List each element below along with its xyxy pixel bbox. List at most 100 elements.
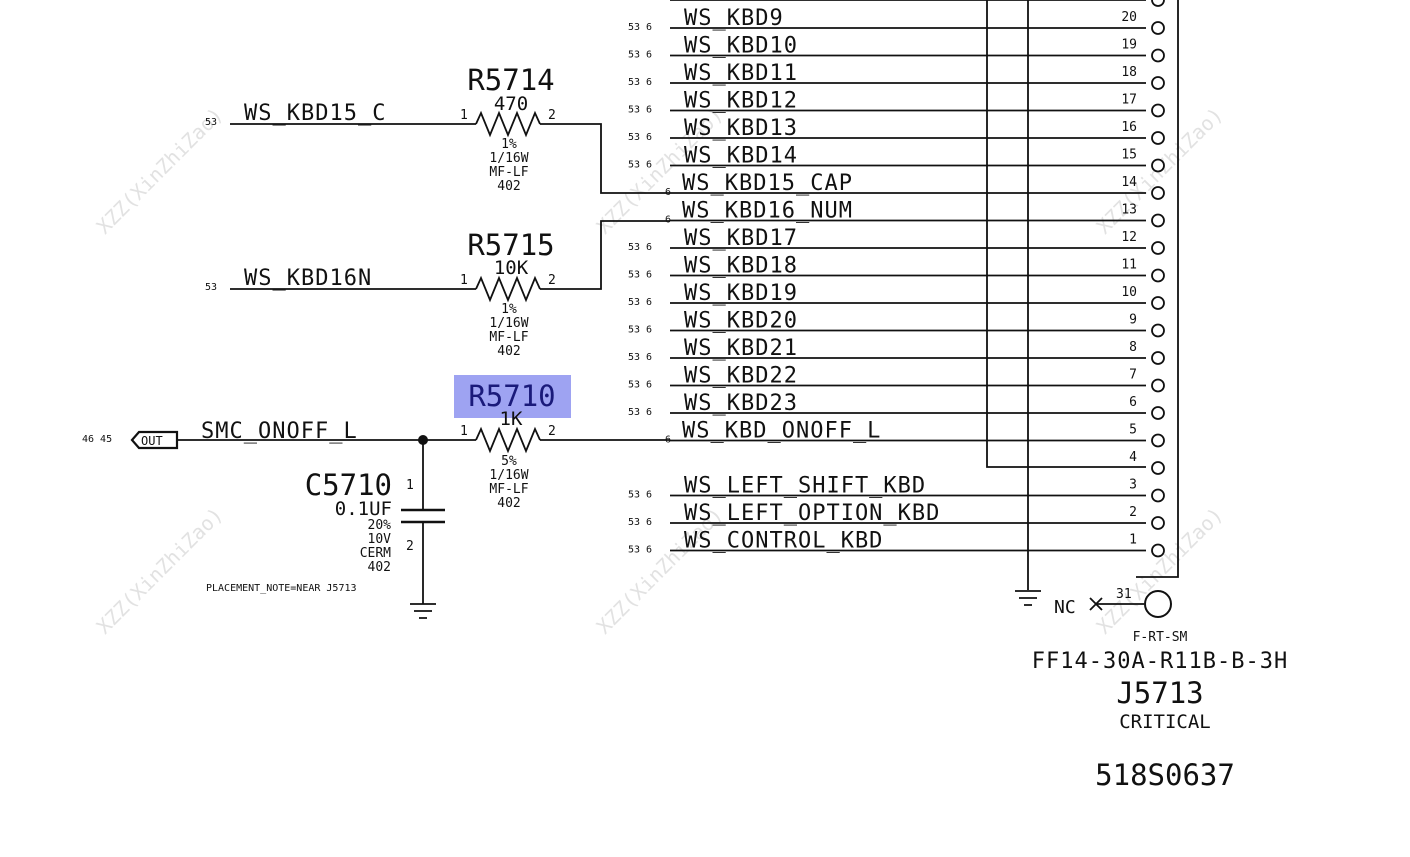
pin-number: 20 <box>1121 10 1137 25</box>
net-ref: 53 6 <box>628 242 652 253</box>
resistor-power: 1/16W <box>489 468 528 483</box>
resistor-power: 1/16W <box>489 316 528 331</box>
watermark-group: XZZ(XinZhiZao) XZZ(XinZhiZao) XZZ(XinZhi… <box>92 102 1228 638</box>
resistor-ref: R5710 <box>468 379 555 413</box>
port-direction: OUT <box>141 434 163 448</box>
resistor-size: 402 <box>497 179 520 194</box>
nc-label: NC <box>1054 597 1076 618</box>
connector-pin-icon <box>1151 406 1165 420</box>
net-ref: 46 45 <box>82 434 112 445</box>
net-ref: 53 6 <box>628 77 652 88</box>
net-label: WS_KBD18 <box>684 254 798 279</box>
connector-pin-icon <box>1151 543 1165 558</box>
net-label: WS_KBD9 <box>684 6 784 31</box>
placement-note: PLACEMENT_NOTE=NEAR J5713 <box>206 583 357 594</box>
net-label: WS_KBD20 <box>684 309 798 334</box>
resistor-type: MF-LF <box>489 165 528 180</box>
net-label: WS_KBD17 <box>684 226 798 251</box>
net-label: WS_KBD14 <box>684 144 798 169</box>
capacitor-size: 402 <box>368 560 391 575</box>
pin-number: 13 <box>1121 203 1137 218</box>
net-label: WS_KBD10 <box>684 34 798 59</box>
pin-number: 5 <box>1129 423 1137 438</box>
pin-number: 18 <box>1121 65 1137 80</box>
net-ref: 53 6 <box>628 407 652 418</box>
pin-number: 15 <box>1121 148 1137 163</box>
pin-number: 1 <box>406 478 414 493</box>
pin-number: 11 <box>1121 258 1137 273</box>
resistor-r5715[interactable]: 53 WS_KBD16N 1 2 R5715 10K 1% 1/16W MF-L… <box>205 220 670 359</box>
net-label: WS_KBD22 <box>684 364 798 389</box>
net-label: WS_KBD12 <box>684 89 798 114</box>
mounting-pin-icon <box>1144 590 1172 618</box>
pin-number: 8 <box>1129 340 1137 355</box>
wire <box>540 220 670 290</box>
resistor-tolerance: 1% <box>501 302 517 317</box>
resistor-tolerance: 1% <box>501 137 517 152</box>
connector-pin-icon <box>1151 0 1165 7</box>
net-row[interactable]: 53 6 WS_LEFT_SHIFT_KBD 3 <box>628 474 1165 503</box>
net-row[interactable]: 4 <box>1129 450 1165 475</box>
net-label: WS_KBD19 <box>684 281 798 306</box>
connector-pin-icon <box>1151 268 1165 283</box>
pin-number: 19 <box>1121 38 1137 53</box>
pin-number: 6 <box>1129 395 1137 410</box>
connector-pin-icon <box>1151 296 1165 310</box>
resistor-type: MF-LF <box>489 330 528 345</box>
wire <box>986 0 1146 468</box>
connector-tag: CRITICAL <box>1119 711 1211 733</box>
pin-number: 4 <box>1129 450 1137 465</box>
capacitor-voltage: 10V <box>368 532 392 547</box>
pin-number: 17 <box>1121 93 1137 108</box>
connector-pin-icon <box>1151 351 1165 365</box>
capacitor-symbol <box>401 508 445 524</box>
net-ref: 53 <box>205 117 217 128</box>
net-row[interactable]: 53 6 WS_KBD18 11 <box>628 254 1165 283</box>
pin-number: 3 <box>1129 478 1137 493</box>
net-ref: 6 <box>665 215 671 226</box>
capacitor-c5710[interactable]: 1 2 C5710 0.1UF 20% 10V CERM 402 PLACEME… <box>206 440 445 619</box>
net-row[interactable]: 53 6 WS_KBD10 19 <box>628 34 1165 63</box>
net-label: WS_LEFT_SHIFT_KBD <box>684 474 926 499</box>
net-ref: 53 6 <box>628 50 652 61</box>
connector-j5713[interactable]: NC 31 F-RT-SM FF14-30A-R11B-B-3H J5713 C… <box>986 0 1288 792</box>
resistor-value: 1K <box>500 408 523 430</box>
net-ref: 53 6 <box>628 270 652 281</box>
net-row[interactable]: 53 6 WS_KBD9 20 <box>628 6 1165 35</box>
pin-number: 1 <box>460 424 468 439</box>
resistor-r5714[interactable]: 53 WS_KBD15_C 1 2 R5714 470 1% 1/16W MF-… <box>205 63 670 194</box>
resistor-type: MF-LF <box>489 482 528 497</box>
connector-pin-icon <box>1151 433 1165 448</box>
capacitor-type: CERM <box>360 546 391 561</box>
resistor-r5710[interactable]: 46 45 OUT SMC_ONOFF_L 1 2 R5710 1K 5% 1/… <box>82 375 670 511</box>
net-ref: 53 6 <box>628 22 652 33</box>
pin-number: 1 <box>460 108 468 123</box>
net-row[interactable]: 53 6 WS_KBD12 17 <box>628 89 1165 118</box>
net-ref: 53 6 <box>628 105 652 116</box>
ground-icon <box>410 603 436 619</box>
net-ref: 53 6 <box>628 517 652 528</box>
net-row[interactable]: 53 6 WS_KBD17 12 <box>628 226 1165 255</box>
pin-number: 31 <box>1116 587 1132 602</box>
resistor-symbol <box>475 426 541 454</box>
net-ref: 53 6 <box>628 490 652 501</box>
resistor-symbol <box>475 110 541 138</box>
connector-part: FF14-30A-R11B-B-3H <box>1032 649 1288 674</box>
net-ref: 53 <box>205 282 217 293</box>
pin-number: 12 <box>1121 230 1137 245</box>
